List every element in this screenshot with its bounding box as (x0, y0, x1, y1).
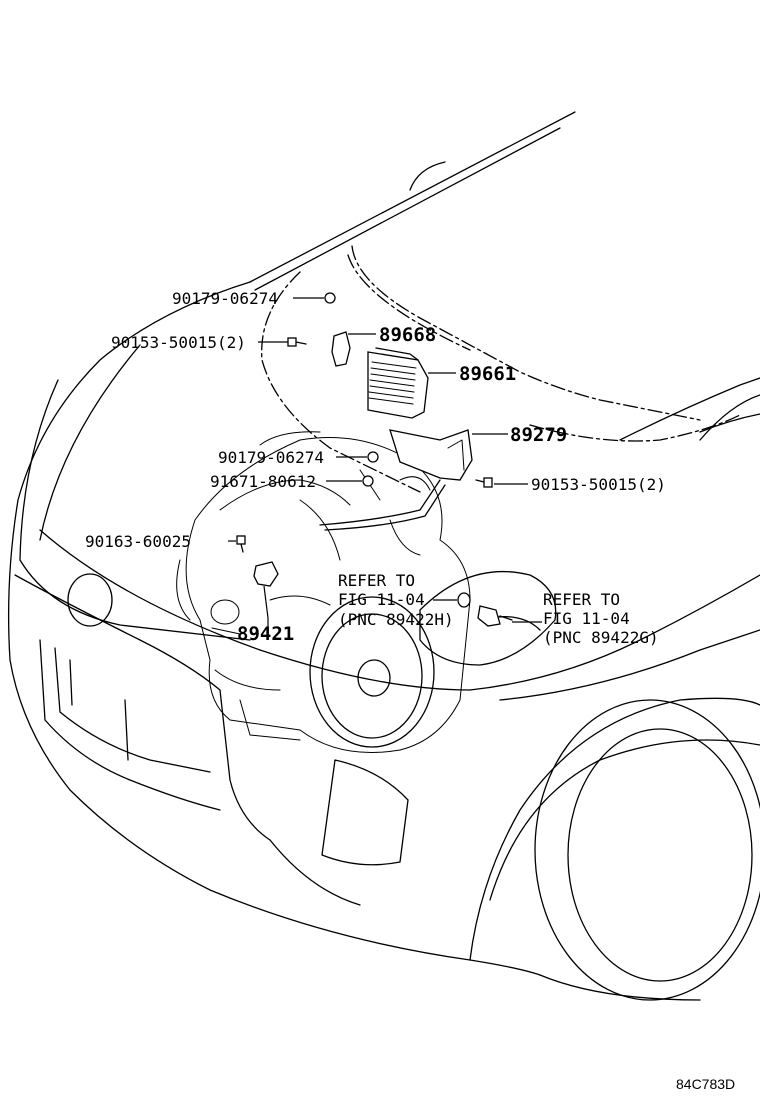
bolt-90153-right (475, 477, 493, 488)
washer-89422h (457, 592, 471, 608)
drawing-code: 84C783D (676, 1076, 735, 1092)
label-90179-06274-mid: 90179-06274 (218, 448, 324, 467)
refer-right-line3: (PNC 89422G) (543, 628, 659, 647)
label-91671-80612: 91671-80612 (210, 472, 316, 491)
bracket-89279 (389, 429, 473, 481)
nut-90179-top (324, 292, 336, 304)
refer-right-line2: FIG 11-04 (543, 609, 630, 628)
refer-left-line3: (PNC 89422H) (338, 610, 454, 629)
label-89661: 89661 (459, 363, 516, 385)
nut-90179-mid (367, 451, 379, 463)
part-labels: 90179-06274 90153-50015(2) 89668 89661 8… (85, 289, 735, 1092)
bolt-90163 (236, 535, 246, 553)
refer-right-line1: REFER TO (543, 590, 620, 609)
label-90179-06274-top: 90179-06274 (172, 289, 278, 308)
refer-left-line1: REFER TO (338, 571, 415, 590)
label-89421: 89421 (237, 623, 294, 645)
vehicle-body (7, 111, 760, 1001)
label-90153-50015-left: 90153-50015(2) (111, 333, 246, 352)
ecu-89661 (367, 347, 429, 419)
nut-91671 (362, 475, 374, 487)
refer-left-line2: FIG 11-04 (338, 590, 425, 609)
part-graphics (236, 292, 513, 627)
label-90153-50015-right: 90153-50015(2) (531, 475, 666, 494)
engine-assembly (176, 431, 471, 753)
leader-lines (228, 297, 542, 628)
bracket-89668 (331, 331, 351, 367)
sensor-89421 (253, 561, 279, 587)
label-89668: 89668 (379, 324, 436, 346)
label-90163-60025: 90163-60025 (85, 532, 191, 551)
bolt-90153-left (287, 337, 307, 347)
label-89279: 89279 (510, 424, 567, 446)
sensor-89422g (477, 605, 513, 627)
